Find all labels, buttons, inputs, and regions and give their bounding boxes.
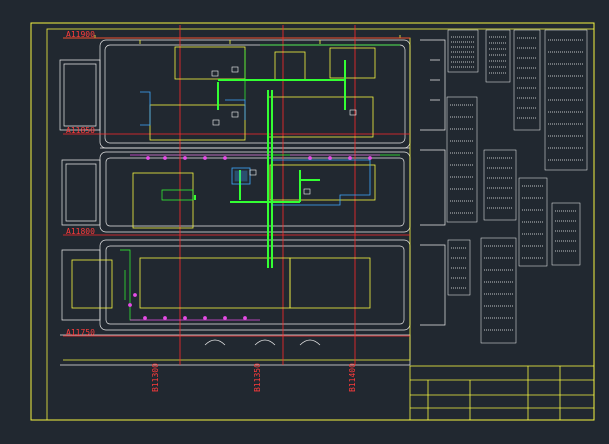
plan-tags: [211, 66, 357, 195]
grid-label-a11900: A11900: [66, 30, 95, 39]
building-7: [269, 164, 376, 201]
inner-frame: [46, 28, 595, 421]
equipment: [140, 91, 371, 206]
grid-label-a11750: A11750: [66, 328, 95, 337]
title-block: [409, 365, 595, 421]
grid-label-b11400: B11400: [348, 363, 357, 392]
schedule-rows: [450, 36, 584, 331]
building-6: [132, 172, 194, 229]
building-9: [289, 257, 371, 309]
schedule-tables: [446, 29, 588, 344]
grid-label-b11300: B11300: [151, 363, 160, 392]
grid-label-b11350: B11350: [253, 363, 262, 392]
building-3: [329, 47, 376, 79]
grid-label-a11850: A11850: [66, 126, 95, 135]
pipe-network: [194, 60, 346, 268]
grid-label-a11800: A11800: [66, 227, 95, 236]
site-roads: [59, 39, 446, 366]
markers: [128, 154, 380, 321]
building-10: [71, 259, 113, 309]
